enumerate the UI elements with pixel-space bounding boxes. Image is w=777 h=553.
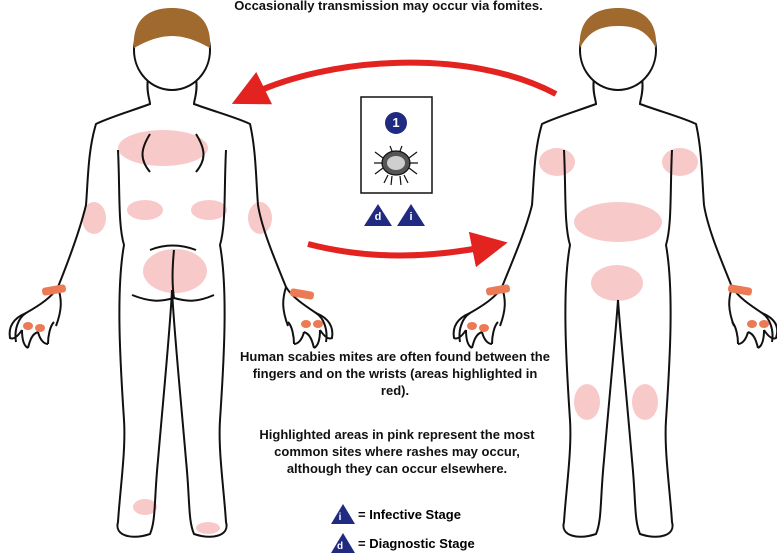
right-abdomen-rash [574, 202, 662, 242]
left-upper-back-rash [118, 130, 208, 166]
mites-location-note: Human scabies mites are often found betw… [240, 348, 550, 399]
right-rash-areas [539, 148, 698, 420]
left-lower-back-rash-left [127, 200, 163, 220]
left-buttocks-rash [143, 249, 207, 293]
right-chest-rash-left [539, 148, 575, 176]
right-knee-rash-left [574, 384, 600, 420]
infective-badge-letter: i [406, 211, 416, 223]
legend-diagnostic-label: = Diagnostic Stage [358, 536, 475, 551]
mite-stage-panel [361, 97, 432, 193]
bottom-transmission-arrow [308, 244, 490, 256]
right-figure-right-hand [732, 313, 777, 348]
legend-infective-label: = Infective Stage [358, 507, 461, 522]
left-foot-rash-2 [196, 522, 220, 534]
left-rash-areas [82, 130, 272, 534]
legend-diagnostic: d = Diagnostic Stage [328, 533, 475, 553]
left-lower-back-rash-right [191, 200, 227, 220]
stage-number: 1 [385, 115, 407, 130]
legend-diagnostic-letter: d [328, 541, 352, 552]
legend-infective-letter: i [328, 512, 352, 523]
rash-sites-note: Highlighted areas in pink represent the … [252, 426, 542, 477]
diagnostic-badge-letter: d [373, 211, 383, 223]
top-transmission-arrow [248, 63, 556, 96]
legend-infective: i = Infective Stage [328, 504, 461, 524]
right-groin-rash [591, 265, 643, 301]
right-chest-rash-right [662, 148, 698, 176]
right-knee-rash-right [632, 384, 658, 420]
